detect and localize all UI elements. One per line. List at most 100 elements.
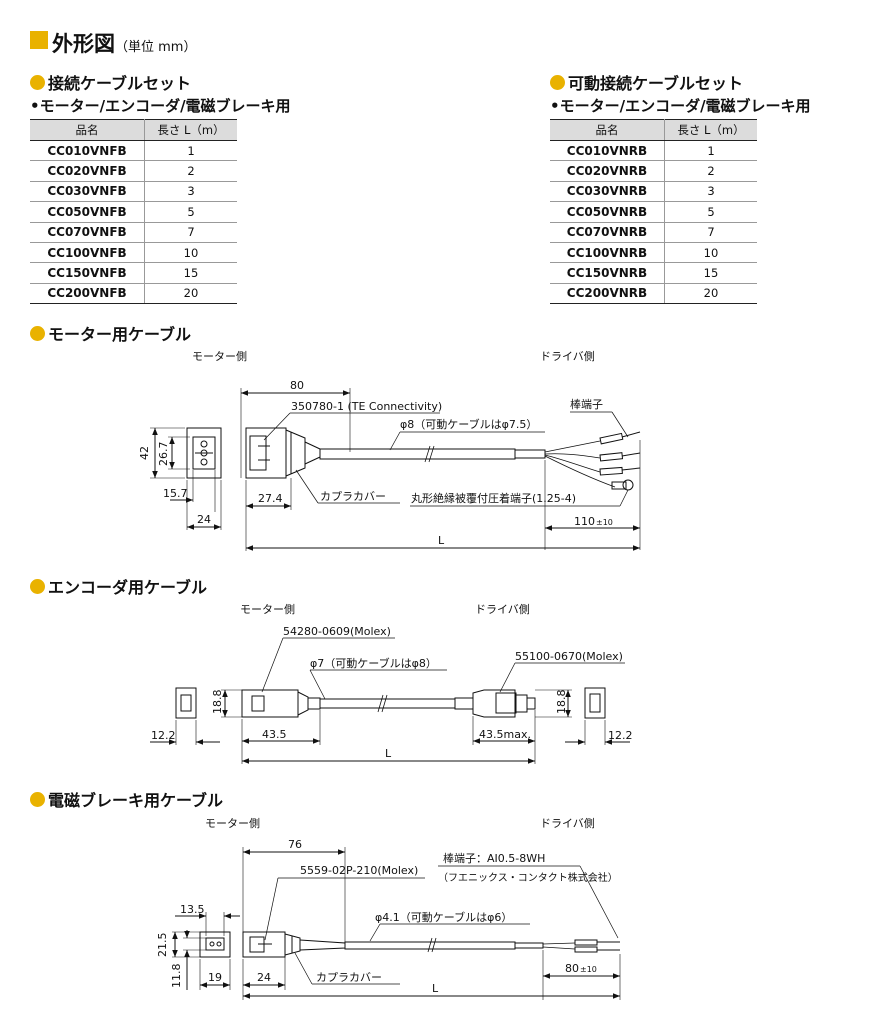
dim-43-5: 43.5 [262,728,287,741]
brake-dim-80: 80 [565,962,579,975]
encoder-cable-dia-label: φ7（可動ケーブルはφ8） [310,656,437,670]
part-number-cell: CC070VNRB [550,222,665,243]
part-number-cell: CC010VNRB [550,140,665,162]
brake-cable-heading: 電磁ブレーキ用ケーブル [30,787,223,811]
length-cell: 15 [664,262,757,284]
motor-cable-body [319,448,516,460]
brake-cable-dia-label: φ4.1（可動ケーブルはφ6） [375,910,512,924]
connect-set-heading: 接続ケーブルセット [30,70,191,94]
dim-80: 80 [290,379,304,392]
length-cell: 1 [664,140,757,162]
encoder-cable-drawing: モーター側 ドライバ側 12.2 18.8 18.8 [150,603,633,764]
encoder-motor-connector [241,689,299,718]
part-number-cell: CC100VNRB [550,242,665,264]
title-marker-icon [30,31,48,49]
bullet-icon [550,74,565,90]
brake-cable-drawing: モーター側 ドライバ側 13.5 21.5 11.8 19 [156,817,621,1000]
brake-coupler-cover-label: カプラカバー [316,971,382,984]
encoder-motor-side-label: モーター側 [240,603,295,616]
brake-motor-side-label: モーター側 [205,817,260,830]
page-title: 外形図（単位 mm） [52,32,197,56]
dim-110-tolerance: ±10 [596,518,613,527]
part-number-cell: CC200VNFB [30,283,145,305]
bullet-icon [30,578,45,594]
dim-24: 24 [197,513,211,526]
brake-dim-11-8: 11.8 [170,964,183,989]
length-cell: 20 [144,283,237,305]
part-number-cell: CC010VNFB [30,140,145,162]
length-cell: 3 [144,181,237,203]
motor-side-label: モーター側 [192,350,247,363]
brake-dim-13-5: 13.5 [180,903,205,916]
length-cell: 20 [664,283,757,305]
driver-side-label: ドライバ側 [540,350,595,363]
encoder-driver-end-view [584,687,606,719]
encoder-dim-L: L [385,747,392,760]
brake-connector-end-view [199,931,231,958]
part-number-cell: CC150VNFB [30,262,145,284]
encoder-cable-body [319,698,456,709]
motor-cable-heading: モーター用ケーブル [30,321,191,345]
length-cell: 7 [664,222,757,243]
part-number-cell: CC030VNFB [30,181,145,203]
part-number-cell: CC150VNRB [550,262,665,284]
connect-set-subtitle: •モーター/エンコーダ/電磁ブレーキ用 [30,97,291,115]
part-number-cell: CC050VNRB [550,201,665,223]
brake-terminal-maker-label: （フエニックス・コンタクト株式会社） [438,871,618,884]
part-number-cell: CC050VNFB [30,201,145,223]
ring-terminal [611,481,627,490]
brake-dim-76: 76 [288,838,302,851]
movable-set-subtitle: •モーター/エンコーダ/電磁ブレーキ用 [550,97,811,115]
length-cell: 10 [144,242,237,264]
dim-12-2-left: 12.2 [151,729,176,742]
dim-43-5-max: 43.5max. [479,728,531,741]
ring-terminal-label: 丸形絶縁被覆付圧着端子(1.25-4) [411,491,576,505]
motor-cable-drawing: モーター側 ドライバ側 42 26.7 15.7 24 [138,350,641,551]
part-number-cell: CC100VNFB [30,242,145,264]
coupler-cover-label: カプラカバー [320,490,386,503]
encoder-driver-connector [472,689,516,718]
length-cell: 5 [664,201,757,223]
encoder-driver-connector-label: 55100-0670(Molex) [515,650,623,663]
motor-connector-end-view [186,427,222,479]
part-number-cell: CC030VNRB [550,181,665,203]
dim-15-7: 15.7 [163,487,188,500]
dim-18-8-left: 18.8 [211,690,224,715]
encoder-cable-heading: エンコーダ用ケーブル [30,574,207,598]
col-part: 品名 [550,119,665,141]
col-length: 長さ L（m） [144,119,237,141]
length-cell: 1 [144,140,237,162]
bullet-icon [30,791,45,807]
brake-dim-80-tolerance: ±10 [580,965,597,974]
movable-set-heading: 可動接続ケーブルセット [550,70,743,94]
bullet-icon [30,325,45,341]
col-length: 長さ L（m） [664,119,757,141]
length-cell: 15 [144,262,237,284]
encoder-motor-end-view [175,687,197,719]
part-number-cell: CC200VNRB [550,283,665,305]
motor-connector-side [245,427,287,479]
length-cell: 2 [664,160,757,182]
dim-26-7: 26.7 [157,442,170,467]
unit-note: （単位 mm） [115,40,197,55]
brake-dim-21-5: 21.5 [156,933,169,958]
brake-dim-19: 19 [208,971,222,984]
length-cell: 3 [664,181,757,203]
